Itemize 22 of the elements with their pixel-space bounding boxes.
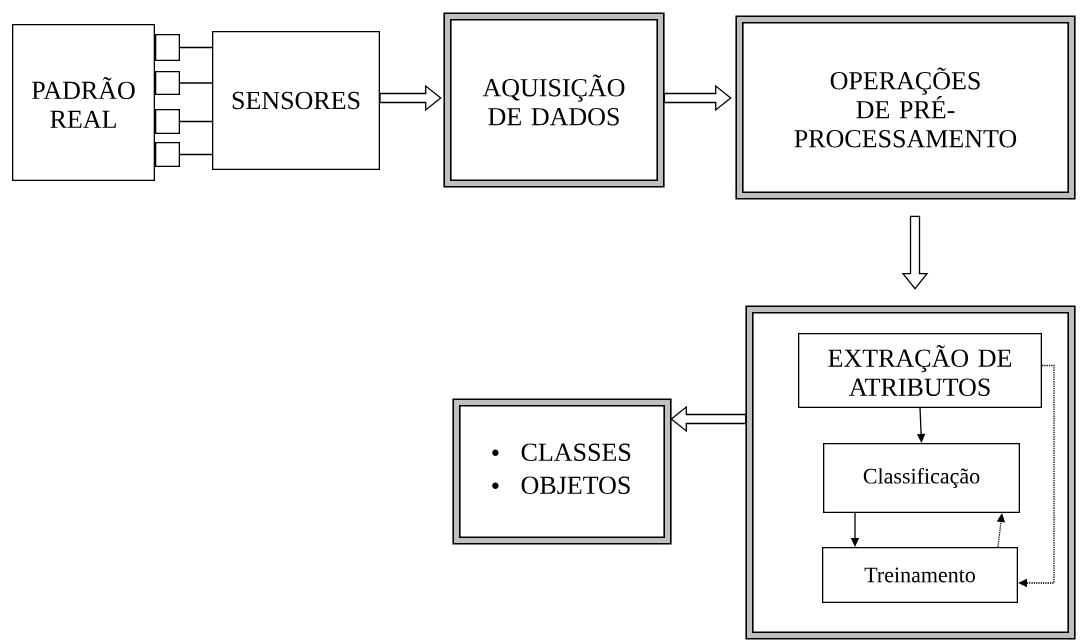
process-box: EXTRAÇÃO DE ATRIBUTOS bbox=[798, 333, 1042, 408]
group-box bbox=[745, 305, 1076, 640]
connector-box bbox=[155, 71, 180, 95]
process-box: Classificação bbox=[823, 443, 1020, 513]
arrow bbox=[1018, 364, 1055, 588]
block-arrow bbox=[901, 215, 929, 290]
connector-line bbox=[179, 82, 213, 84]
connector-box bbox=[155, 109, 180, 134]
connector-line bbox=[179, 46, 213, 49]
output-box: CLASSES OBJETOS bbox=[452, 398, 672, 545]
process-box: Treinamento bbox=[822, 547, 1018, 603]
connector-line bbox=[179, 120, 213, 123]
connector-box bbox=[155, 34, 180, 61]
process-box: OPERAÇÕES DE PRÉ-PROCESSAMENTO bbox=[735, 15, 1076, 200]
block-arrow bbox=[663, 84, 732, 112]
process-box: PADRÃO REAL bbox=[12, 24, 155, 181]
block-arrow bbox=[670, 405, 747, 433]
process-box: SENSORES bbox=[212, 31, 380, 170]
block-arrow bbox=[379, 84, 442, 112]
connector-box bbox=[155, 142, 180, 167]
connector-line bbox=[179, 153, 213, 156]
process-box: AQUISIÇÃO DE DADOS bbox=[443, 12, 665, 188]
